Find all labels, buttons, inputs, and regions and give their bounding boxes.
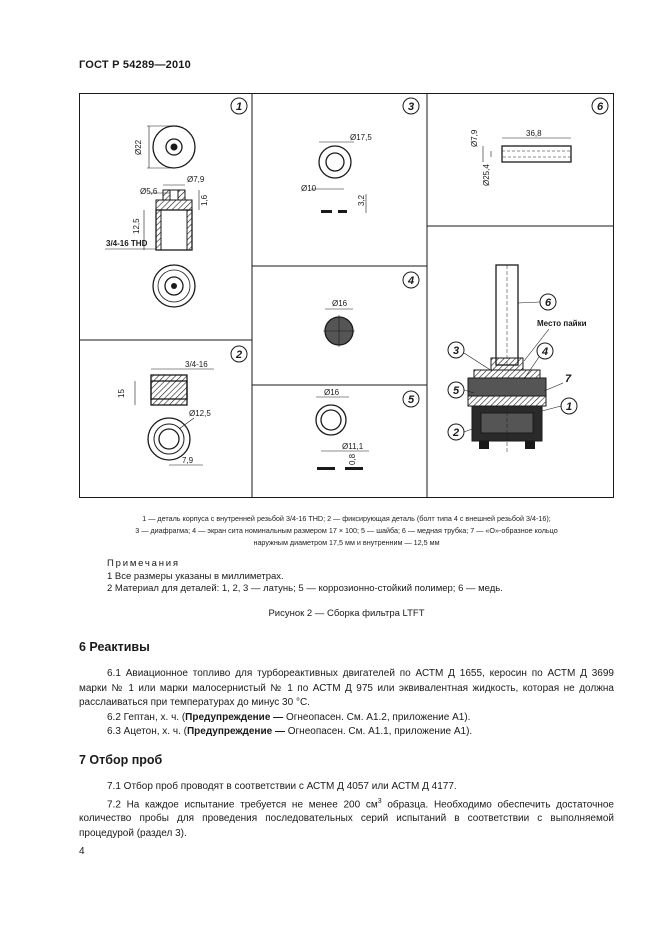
document-header: ГОСТ Р 54289—2010 [79,59,191,71]
section-7-body: 7.1 Отбор проб проводят в соответствии с… [79,780,614,841]
callout-6: 6 [517,293,557,311]
svg-text:Ø17,5: Ø17,5 [350,133,372,142]
figure-legend-line-3: наружным диаметром 17,5 мм и внутренним … [253,538,440,547]
note-1: 1 Все размеры указаны в миллиметрах. [107,570,284,582]
svg-text:7,9: 7,9 [182,456,194,465]
paragraph-7-1: 7.1 Отбор проб проводят в соответствии с… [107,781,457,792]
svg-text:3: 3 [453,345,459,357]
svg-text:6: 6 [545,297,552,309]
svg-text:3/4-16: 3/4-16 [185,360,208,369]
svg-text:Ø7,9: Ø7,9 [470,129,479,147]
notes-title: Примечания [107,558,180,569]
svg-text:3,2: 3,2 [357,194,366,206]
assembly-drawing: 1 2 3 4 5 6 Ø22 Ø7,9 Ø5 [79,93,614,498]
svg-text:4: 4 [407,275,414,287]
svg-text:Ø7,9: Ø7,9 [187,175,205,184]
callout-5: 5 [447,381,475,399]
svg-text:1: 1 [566,401,572,413]
svg-text:Ø25,4: Ø25,4 [482,164,491,186]
svg-text:Ø5,6: Ø5,6 [140,187,158,196]
svg-text:Ø16: Ø16 [324,388,340,397]
svg-text:5: 5 [408,394,415,406]
figure-legend-line-1: 1 — деталь корпуса с внутренней резьбой … [142,514,551,523]
notes-block: Примечания 1 Все размеры указаны в милли… [107,558,503,596]
filter-assembly-section [467,264,547,453]
svg-text:12,5: 12,5 [132,218,141,234]
svg-text:1: 1 [236,101,242,113]
svg-text:1,6: 1,6 [200,194,209,206]
part-6-copper-tube-drawing: 36,8 Ø7,9 Ø25,4 [470,129,572,186]
svg-text:Ø10: Ø10 [301,184,317,193]
svg-text:2: 2 [235,349,242,361]
callout-4: 4 [523,342,554,380]
svg-text:36,8: 36,8 [526,129,542,138]
callout-7: 7 [543,373,572,392]
section-7-heading: 7 Отбор проб [79,753,163,767]
callout-3: 3 [447,341,493,372]
paragraph-7-2: 7.2 На каждое испытание требуется не мен… [79,797,614,839]
callout-2: 2 [447,423,473,441]
figure-legend-line-2: 3 — диафрагма; 4 — экран сита номинальны… [135,526,558,535]
solder-point-label: Место пайки [537,319,587,328]
part-4-screen-drawing: Ø16 [323,299,355,347]
section-6-heading: 6 Реактивы [79,640,150,654]
figure-title: Рисунок 2 — Сборка фильтра LTFT [268,608,425,619]
callout-1: 1 [541,397,578,415]
svg-text:7: 7 [565,373,572,385]
svg-text:6: 6 [597,101,604,113]
panel-number-1: 1 [230,97,248,115]
part-5-washer-drawing: Ø16 Ø11,1 0,8 [315,388,369,470]
page-number: 4 [79,846,85,857]
svg-text:5: 5 [453,385,460,397]
part-1-housing-drawing: Ø22 Ø7,9 Ø5,6 1,6 12,5 3/4-16 THD [105,125,209,308]
svg-text:2: 2 [452,427,459,439]
panel-number-3: 3 [402,97,420,115]
paragraph-6-3: 6.3 Ацетон, х. ч. (Предупреждение — Огне… [107,726,473,737]
panel-number-4: 4 [402,271,420,289]
svg-text:Ø22: Ø22 [134,139,143,155]
section-6-body: 6.1 Авиационное топливо для турбореактив… [79,667,614,740]
svg-text:3: 3 [408,101,414,113]
svg-text:4: 4 [541,346,548,358]
panel-number-2: 2 [230,345,248,363]
paragraph-6-1: 6.1 Авиационное топливо для турбореактив… [79,668,614,708]
panel-number-6: 6 [591,97,609,115]
svg-text:Ø16: Ø16 [332,299,348,308]
svg-text:15: 15 [117,389,126,398]
svg-text:3/4-16 THD: 3/4-16 THD [106,239,148,248]
paragraph-6-2: 6.2 Гептан, х. ч. (Предупреждение — Огне… [107,711,471,723]
panel-number-5: 5 [402,390,420,408]
svg-text:0,8: 0,8 [348,453,357,465]
svg-text:Ø11,1: Ø11,1 [342,442,364,451]
part-2-retaining-drawing: 3/4-16 15 Ø12,5 7,9 [117,360,214,466]
svg-text:Ø12,5: Ø12,5 [189,409,211,418]
figure-filter-assembly: 1 2 3 4 5 6 Ø22 Ø7,9 Ø5 [79,93,614,498]
part-3-diaphragm-drawing: Ø17,5 Ø10 3,2 [301,133,372,213]
note-2: 2 Материал для деталей: 1, 2, 3 — латунь… [107,583,503,594]
